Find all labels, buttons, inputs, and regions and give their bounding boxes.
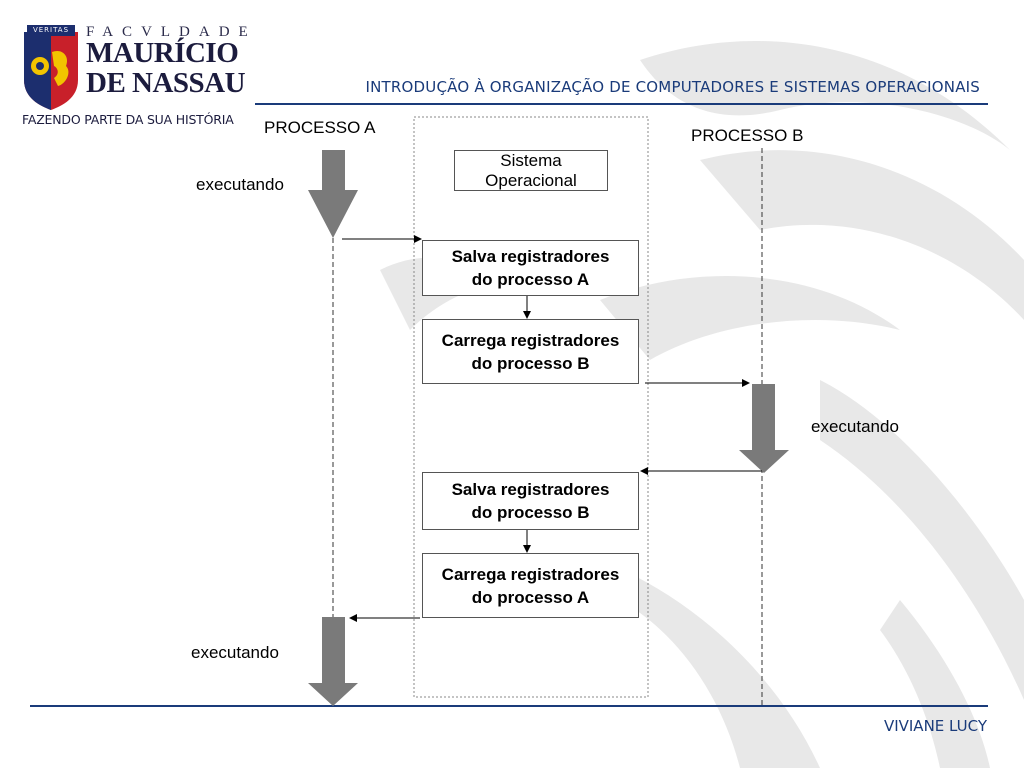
running-arrow-b <box>739 384 789 473</box>
process-a-label: PROCESSO A <box>264 118 376 137</box>
slide-title: INTRODUÇÃO À ORGANIZAÇÃO DE COMPUTADORES… <box>365 78 980 96</box>
running-arrow-a1 <box>308 150 358 238</box>
process-b-label: PROCESSO B <box>691 126 804 145</box>
logo-facvldade: FACVLDADE <box>86 24 257 40</box>
step-load-a-line1: Carrega registradores <box>441 565 620 584</box>
running-b-label: executando <box>811 417 899 436</box>
step-save-b-line1: Salva registradores <box>451 480 610 499</box>
logo-mauricio: MAURÍCIO <box>86 37 239 69</box>
so-title-box: Sistema Operacional <box>454 150 608 191</box>
logo-shield <box>24 32 78 110</box>
step-load-b-line2: do processo B <box>471 354 590 373</box>
running-a2-label: executando <box>191 643 279 662</box>
step-save-a-line2: do processo A <box>471 270 590 289</box>
logo-name: MAURÍCIO DE NASSAU <box>86 37 246 99</box>
logo-veritas-badge: VERITAS <box>27 25 75 36</box>
so-title-line1: Sistema <box>500 151 562 170</box>
step-save-a-box: Salva registradores do processo A <box>422 240 639 296</box>
running-a1-label: executando <box>196 175 284 194</box>
step-save-a-line1: Salva registradores <box>451 247 610 266</box>
step-load-a-line2: do processo A <box>471 588 590 607</box>
logo-de-nassau: DE NASSAU <box>86 67 246 99</box>
step-load-b-box: Carrega registradores do processo B <box>422 319 639 384</box>
step-save-b-line2: do processo B <box>471 503 590 522</box>
step-load-a-box: Carrega registradores do processo A <box>422 553 639 618</box>
running-arrow-a2 <box>308 617 358 706</box>
watermark-graphic <box>380 40 1024 768</box>
step-save-b-box: Salva registradores do processo B <box>422 472 639 530</box>
slide-author: VIVIANE LUCY <box>883 717 987 735</box>
so-title-line2: Operacional <box>485 171 577 190</box>
so-region <box>413 116 649 698</box>
step-load-b-line1: Carrega registradores <box>441 331 620 350</box>
logo-tagline: FAZENDO PARTE DA SUA HISTÓRIA <box>22 112 234 127</box>
